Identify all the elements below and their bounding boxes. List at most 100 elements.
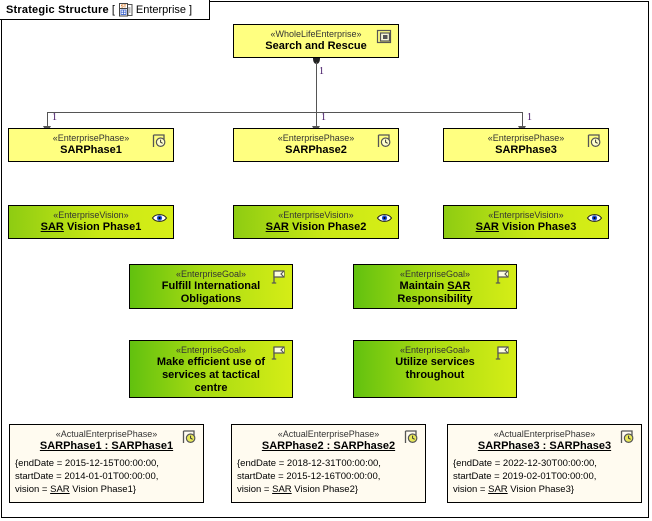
connector-drop-3 xyxy=(522,112,523,128)
flag-icon xyxy=(494,345,512,361)
node-name-line-3: centre xyxy=(194,382,228,394)
node-name-line-1: Utilize services xyxy=(395,356,475,368)
attr-start-date: startDate = 2015-12-16T00:00:00, xyxy=(237,471,381,482)
node-enterprise-goal-3[interactable]: «EnterpriseGoal» Make efficient use of s… xyxy=(129,340,293,398)
diagram-frame-tab[interactable]: Strategic Structure [ ST Enterprise ] xyxy=(0,0,211,20)
node-name: SARPhase2 : SARPhase2 xyxy=(261,440,396,452)
bracket-close: ] xyxy=(189,3,193,16)
flag-clock-icon xyxy=(376,133,394,149)
connector-branch-bar xyxy=(47,112,522,113)
attr-vision-label: vision = xyxy=(15,484,51,495)
attr-end-date: {endDate = 2015-12-15T00:00:00, xyxy=(15,458,159,469)
multiplicity-phase-2: 1 xyxy=(321,112,326,123)
node-name-line-1: Maintain SAR xyxy=(354,280,516,293)
composition-diamond xyxy=(313,53,320,64)
stereotype-document-icon: ST xyxy=(118,2,133,17)
node-stereotype: «ActualEnterprisePhase» xyxy=(55,429,158,439)
node-stereotype: «EnterpriseGoal» xyxy=(175,269,247,279)
attr-vision-rest: Vision Phase3} xyxy=(507,484,575,495)
multiplicity-root: 1 xyxy=(319,66,324,77)
node-actual-enterprise-phase-2[interactable]: «ActualEnterprisePhase» SARPhase2 : SARP… xyxy=(231,424,426,503)
flag-clock-icon xyxy=(181,429,199,445)
node-stereotype: «EnterprisePhase» xyxy=(277,133,355,143)
node-enterprise-phase-1[interactable]: «EnterprisePhase» SARPhase1 xyxy=(8,128,174,162)
node-name: SARPhase3 xyxy=(495,144,557,156)
node-name-line-2: Responsibility xyxy=(397,293,473,305)
node-stereotype: «EnterpriseVision» xyxy=(53,210,129,220)
node-stereotype: «ActualEnterprisePhase» xyxy=(493,429,596,439)
node-enterprise-goal-2[interactable]: «EnterpriseGoal» Maintain SAR Responsibi… xyxy=(353,264,517,309)
node-enterprise-vision-3[interactable]: «EnterpriseVision» SAR Vision Phase3 xyxy=(443,205,609,239)
connector-drop-2 xyxy=(316,112,317,128)
flag-icon xyxy=(494,269,512,285)
node-stereotype: «EnterprisePhase» xyxy=(52,133,130,143)
node-stereotype: «EnterpriseGoal» xyxy=(175,345,247,355)
attr-vision: vision = SAR Vision Phase2} xyxy=(237,483,420,496)
node-stereotype: «EnterprisePhase» xyxy=(487,133,565,143)
nested-squares-icon xyxy=(376,29,394,45)
instance-attributes: {endDate = 2018-12-31T00:00:00, startDat… xyxy=(232,453,425,496)
node-name-line-1-b: SAR xyxy=(447,280,471,292)
eye-icon xyxy=(376,210,394,226)
node-name: SARPhase3 : SARPhase3 xyxy=(477,440,612,452)
flag-clock-icon xyxy=(403,429,421,445)
node-enterprise-goal-1[interactable]: «EnterpriseGoal» Fulfill International O… xyxy=(129,264,293,309)
node-stereotype: «ActualEnterprisePhase» xyxy=(277,429,380,439)
attr-vision-prefix: SAR xyxy=(488,484,508,495)
node-actual-enterprise-phase-1[interactable]: «ActualEnterprisePhase» SARPhase1 : SARP… xyxy=(9,424,204,503)
attr-end-date: {endDate = 2022-12-30T00:00:00, xyxy=(453,458,597,469)
instance-attributes: {endDate = 2015-12-15T00:00:00, startDat… xyxy=(10,453,203,496)
node-name-line-2: services at tactical xyxy=(162,369,260,381)
attr-vision-prefix: SAR xyxy=(50,484,70,495)
node-stereotype: «EnterpriseVision» xyxy=(278,210,354,220)
node-actual-enterprise-phase-3[interactable]: «ActualEnterprisePhase» SARPhase3 : SARP… xyxy=(447,424,642,503)
node-name: Search and Rescue xyxy=(265,40,367,52)
node-name-line-2: throughout xyxy=(405,369,465,381)
node-name: SAR Vision Phase3 xyxy=(444,221,608,234)
bracket-open: [ xyxy=(111,3,115,16)
connector-root-stem xyxy=(316,62,317,112)
eye-icon xyxy=(586,210,604,226)
node-enterprise-phase-3[interactable]: «EnterprisePhase» SARPhase3 xyxy=(443,128,609,162)
attr-vision-prefix: SAR xyxy=(272,484,292,495)
attr-end-date: {endDate = 2018-12-31T00:00:00, xyxy=(237,458,381,469)
flag-icon xyxy=(270,269,288,285)
node-stereotype: «EnterpriseGoal» xyxy=(399,269,471,279)
node-name-rest: Vision Phase2 xyxy=(288,221,367,233)
node-whole-life-enterprise[interactable]: «WholeLifeEnterprise» Search and Rescue xyxy=(233,24,399,58)
multiplicity-phase-3: 1 xyxy=(527,112,532,123)
instance-attributes: {endDate = 2022-12-30T00:00:00, startDat… xyxy=(448,453,641,496)
node-name: SARPhase1 : SARPhase1 xyxy=(39,440,174,452)
node-name: SAR Vision Phase2 xyxy=(234,221,398,234)
node-stereotype: «EnterpriseVision» xyxy=(488,210,564,220)
node-enterprise-phase-2[interactable]: «EnterprisePhase» SARPhase2 xyxy=(233,128,399,162)
multiplicity-phase-1: 1 xyxy=(52,112,57,123)
node-name-rest: Vision Phase3 xyxy=(498,221,577,233)
node-name-prefix: SAR xyxy=(40,221,64,233)
attr-vision-label: vision = xyxy=(453,484,489,495)
flag-clock-icon xyxy=(586,133,604,149)
node-name-line-2: Obligations xyxy=(180,293,242,305)
node-name: SAR Vision Phase1 xyxy=(9,221,173,234)
node-name-line-1-a: Maintain xyxy=(399,280,448,292)
page-title: Strategic Structure xyxy=(6,3,109,16)
node-enterprise-vision-2[interactable]: «EnterpriseVision» SAR Vision Phase2 xyxy=(233,205,399,239)
connector-drop-1 xyxy=(47,112,48,128)
node-stereotype: «WholeLifeEnterprise» xyxy=(270,29,362,39)
node-enterprise-vision-1[interactable]: «EnterpriseVision» SAR Vision Phase1 xyxy=(8,205,174,239)
frame-tab-corner xyxy=(200,20,211,30)
attr-start-date: startDate = 2019-02-01T00:00:00, xyxy=(453,471,597,482)
attr-start-date: startDate = 2014-01-01T00:00:00, xyxy=(15,471,159,482)
node-name: SARPhase1 xyxy=(60,144,122,156)
node-name-rest: Vision Phase1 xyxy=(63,221,142,233)
node-stereotype: «EnterpriseGoal» xyxy=(399,345,471,355)
flag-clock-icon xyxy=(619,429,637,445)
svg-text:ST: ST xyxy=(121,3,127,8)
attr-vision: vision = SAR Vision Phase3} xyxy=(453,483,636,496)
attr-vision-rest: Vision Phase1} xyxy=(69,484,137,495)
attr-vision-label: vision = xyxy=(237,484,273,495)
flag-clock-icon xyxy=(151,133,169,149)
node-enterprise-goal-4[interactable]: «EnterpriseGoal» Utilize services throug… xyxy=(353,340,517,398)
attr-vision-rest: Vision Phase2} xyxy=(291,484,359,495)
